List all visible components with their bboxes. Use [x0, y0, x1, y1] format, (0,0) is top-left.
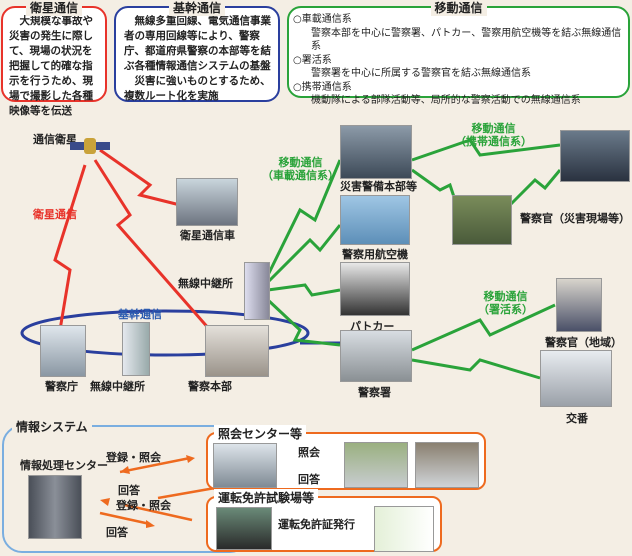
reg-query-1-label: 登録・照会	[106, 451, 161, 464]
backbone-comm-text: 無線多重回線、電気通信事業者の専用回線等により、警察庁、都道府県警察の本部等を結…	[124, 15, 271, 102]
police-hq-photo	[205, 325, 269, 377]
police-hq-label: 警察本部	[188, 380, 232, 393]
station-link-1	[411, 303, 556, 352]
drivers-license-image	[374, 506, 434, 552]
reg-query-2-label: 登録・照会	[116, 499, 171, 512]
satellite-link-label: 衛星通信	[33, 208, 77, 221]
koban-photo	[540, 350, 612, 407]
officer-local-label: 警察官（地域）	[545, 336, 622, 349]
mobile-comm-box: 移動通信 ○車載通信系 警察本部を中心に警察署、パトカー、警察用航空機等を結ぶ無…	[287, 0, 630, 106]
koban-label: 交番	[566, 412, 588, 425]
satellite-link-vehicle	[99, 148, 181, 207]
satellite-comm-title: 衛星通信	[25, 0, 83, 16]
satellite-comm-box: 衛星通信 大規模な事故や災害の発生に際して、現場の状況を把握して的確な指示を行う…	[1, 0, 107, 117]
relay-tower-icon	[244, 262, 270, 320]
backbone-ring	[20, 309, 310, 357]
license-center-photo	[216, 507, 272, 550]
mobile-link-station	[266, 298, 341, 347]
mobile-station-label: 移動通信 （署活系）	[478, 290, 533, 316]
satellite-link-right	[93, 159, 212, 331]
mobile-link-hq	[266, 159, 342, 276]
mobile-item-head: ○署活系	[293, 54, 332, 66]
satellite-comm-text: 大規模な事故や災害の発生に際して、現場の状況を把握して的確な指示を行うため、現場…	[9, 15, 93, 117]
portable-link-2	[411, 168, 457, 201]
disaster-hq-photo	[340, 125, 412, 179]
mobile-item-head: ○携帯通信系	[293, 81, 352, 93]
portable-link-3	[508, 169, 562, 207]
satellite-link-left	[53, 164, 87, 331]
patrol-car-label: パトカー	[350, 320, 395, 333]
aircraft-label: 警察用航空機	[342, 248, 408, 261]
arrow-reg-query-1	[157, 486, 216, 500]
mobile-portable-label: 移動通信 （携帯通信系）	[455, 122, 532, 148]
backbone-comm-box: 基幹通信 無線多重回線、電気通信事業者の専用回線等により、警察庁、都道府県警察の…	[114, 0, 280, 102]
satellite-vehicle-photo	[176, 178, 238, 226]
officer-disaster-label: 警察官（災害現場等）	[520, 212, 630, 225]
satellite-icon	[70, 135, 110, 157]
mobile-link-aircraft	[266, 224, 342, 284]
comm-satellite-label: 通信衛星	[33, 133, 77, 146]
mobile-item-desc: 警察署を中心に所属する警察官を結ぶ無線通信系	[311, 68, 531, 79]
backbone-comm-title: 基幹通信	[168, 0, 226, 16]
backbone-label: 基幹通信	[118, 308, 162, 321]
info-center-label: 情報処理センター	[20, 459, 108, 472]
arrow-answer-1	[119, 456, 191, 474]
license-issue-label: 運転免許証発行	[278, 518, 355, 531]
relay-tower-lower-icon	[122, 322, 150, 376]
relay-station-upper-label: 無線中継所	[178, 277, 233, 290]
station-link-2	[411, 358, 541, 380]
arrow-reg-query-2	[124, 503, 193, 522]
answer-1-label: 回答	[118, 484, 140, 497]
mobile-vehicle-label: 移動通信 （車載通信系）	[262, 156, 339, 182]
patrol-car-photo	[340, 262, 410, 316]
mobile-item-desc: 機動隊による部隊活動等、局所的な警察活動での無線通信系	[311, 95, 581, 106]
relay-station-lower-label: 無線中継所	[90, 380, 145, 393]
info-center-photo	[28, 475, 82, 539]
inquiry-center-photo	[213, 443, 277, 488]
disaster-site-photo	[452, 195, 512, 245]
officer-local-photo	[556, 278, 602, 332]
mobile-comm-title: 移動通信	[430, 0, 487, 16]
npa-building-photo	[40, 325, 86, 377]
disaster-hq-label: 災害警備本部等	[340, 180, 417, 193]
satellite-vehicle-label: 衛星通信車	[180, 229, 235, 242]
answer-2-label: 回答	[106, 526, 128, 539]
mobile-item-desc: 警察本部を中心に警察署、パトカー、警察用航空機等を結ぶ無線通信系	[311, 27, 622, 53]
mobile-link-patrol	[267, 283, 341, 297]
patrol-inquiry-photo	[415, 442, 479, 488]
info-system-title: 情報システム	[12, 418, 92, 435]
portable-link-1	[411, 138, 561, 162]
aircraft-photo	[340, 195, 410, 245]
answer-label: 回答	[298, 473, 320, 486]
field-inquiry-photo	[344, 442, 408, 488]
license-center-title: 運転免許試験場等	[214, 489, 319, 506]
portable-comm-photo	[560, 130, 630, 182]
mobile-item-head: ○車載通信系	[293, 14, 352, 25]
inquiry-center-title: 照会センター等	[214, 425, 307, 442]
police-station-photo	[340, 330, 412, 382]
npa-label: 警察庁	[45, 380, 78, 393]
police-station-label: 警察署	[358, 386, 391, 399]
query-label: 照会	[298, 446, 320, 459]
